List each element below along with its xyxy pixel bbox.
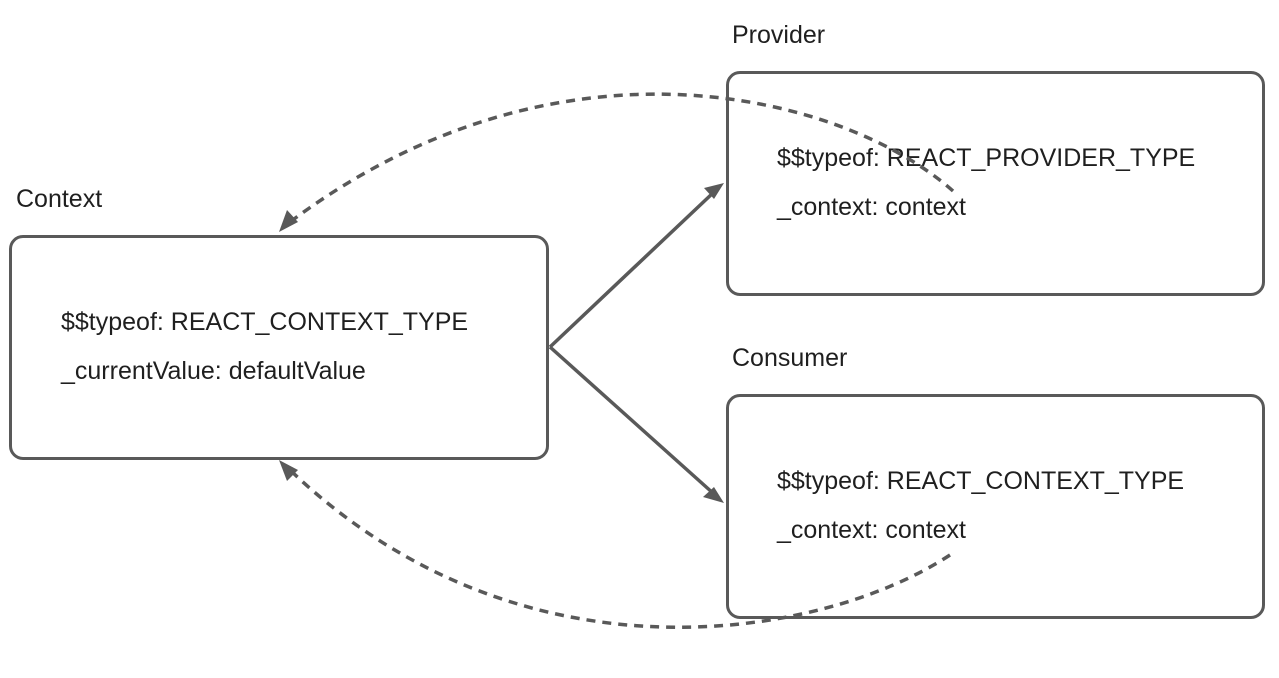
consumer-title: Consumer [732, 344, 848, 372]
arrowhead-consumer [703, 487, 724, 503]
provider-title: Provider [732, 21, 826, 49]
context-node [9, 235, 549, 460]
provider-context-field: _context: context [777, 193, 967, 221]
context-current-value-field: _currentValue: defaultValue [61, 357, 366, 385]
arrowhead-context-bottom [279, 460, 298, 481]
consumer-node [726, 394, 1265, 619]
provider-node [726, 71, 1265, 296]
edge-context-to-consumer [548, 345, 716, 496]
arrowhead-context-top [279, 210, 298, 232]
edge-context-to-provider [548, 190, 716, 349]
arrowhead-provider [704, 183, 724, 199]
consumer-typeof-field: $$typeof: REACT_CONTEXT_TYPE [777, 467, 1185, 495]
context-typeof-field: $$typeof: REACT_CONTEXT_TYPE [61, 308, 469, 336]
context-title: Context [16, 185, 103, 213]
provider-typeof-field: $$typeof: REACT_PROVIDER_TYPE [777, 144, 1196, 172]
consumer-context-field: _context: context [777, 516, 967, 544]
